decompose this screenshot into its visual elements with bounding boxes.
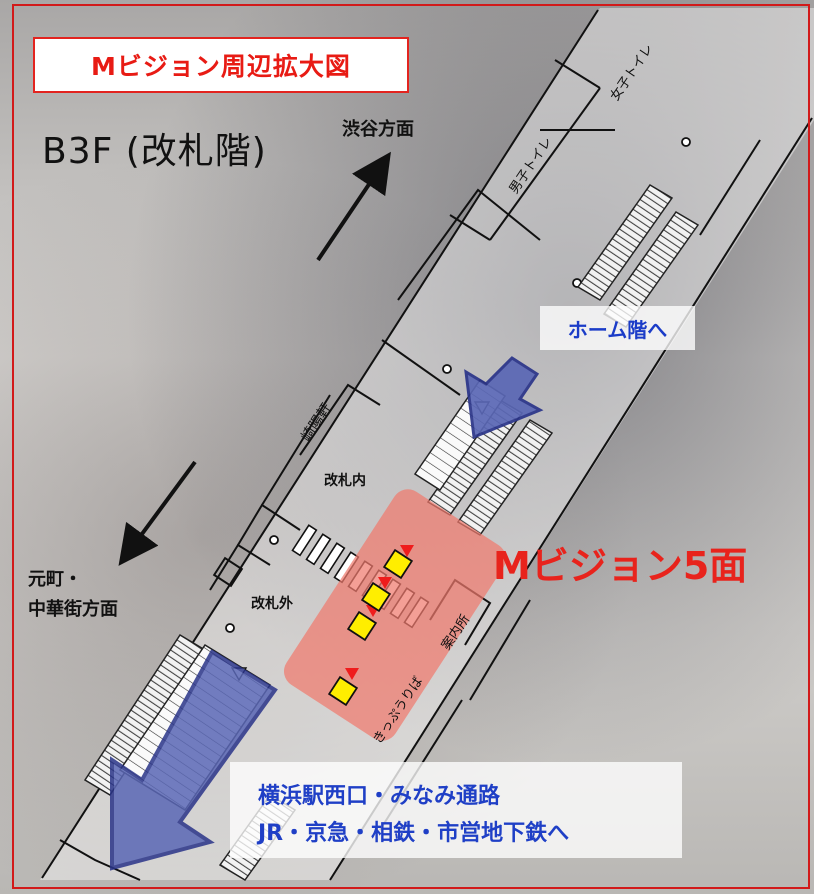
inside-gates-label: 改札内 <box>324 473 366 489</box>
shibuya-direction-label: 渋谷方面 <box>342 119 414 140</box>
to-platform-arrow <box>464 356 544 440</box>
screen-2 <box>360 581 392 613</box>
floor-label: B3F (改札階) <box>42 131 267 172</box>
mvision-screens <box>327 548 414 707</box>
shibuya-arrow <box>316 151 391 262</box>
motomachi-direction-label-2: 中華街方面 <box>28 599 118 620</box>
mvision-count-label: Mビジョン5面 <box>493 544 748 588</box>
west-exit-label-2: JR・京急・相鉄・市営地下鉄へ <box>258 821 570 846</box>
motomachi-arrow <box>118 460 197 566</box>
outside-gates-label: 改札外 <box>251 596 293 612</box>
motomachi-direction-label-1: 元町・ <box>28 569 82 590</box>
map-title: Mビジョン周辺拡大図 <box>33 37 409 93</box>
map-frame <box>12 4 810 889</box>
screen-4 <box>327 675 359 707</box>
to-west-exit-arrow <box>110 649 278 871</box>
screen-3 <box>346 610 378 642</box>
west-exit-box <box>230 762 682 858</box>
screen-1 <box>382 548 414 580</box>
west-exit-label-1: 横浜駅西口・みなみ通路 <box>258 784 501 809</box>
to-platform-label: ホーム階へ <box>540 306 695 350</box>
walls <box>41 9 813 881</box>
